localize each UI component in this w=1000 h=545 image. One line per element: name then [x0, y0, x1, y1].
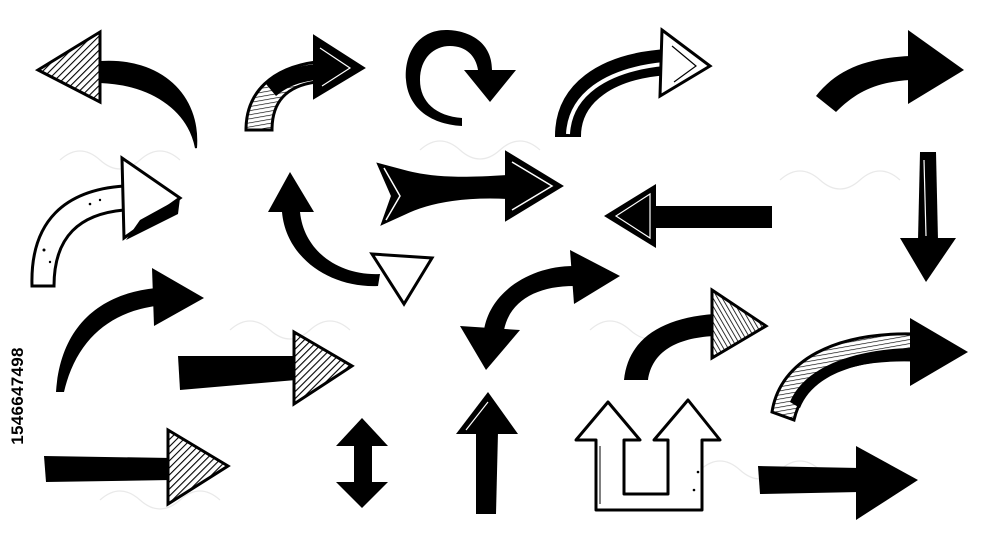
arrow-right-plain-icon: [758, 446, 918, 520]
curved-arrow-right-outline-icon: [554, 27, 713, 137]
arrow-right-sketch-icon: [44, 427, 231, 507]
curved-arrow-right-striped-large-icon: [770, 318, 968, 422]
arrow-left-icon: [604, 184, 772, 248]
circular-arrow-icon: [405, 30, 516, 126]
curved-arrow-right-solid-small-icon: [56, 268, 204, 392]
stock-id-watermark: 1546647498: [6, 296, 30, 496]
arrow-up-icon: [456, 392, 518, 514]
curved-arrow-right-solid-icon: [816, 30, 964, 112]
arrow-right-bold-icon: [376, 150, 564, 226]
double-arrow-vertical-icon: [336, 418, 388, 508]
u-turn-arrow-icon: [268, 172, 435, 307]
double-arrow-up-outline-icon: [574, 398, 722, 512]
curved-arrow-right-striped-icon: [244, 34, 366, 132]
curved-arrow-right-outline-dotted-icon: [30, 155, 183, 288]
stock-id-text: 1546647498: [8, 347, 28, 445]
arrow-right-hatched-head-icon: [178, 329, 355, 407]
arrow-down-icon: [900, 152, 956, 282]
curved-arrow-right-hatched-icon: [624, 287, 769, 380]
curved-arrow-down-left-icon: [460, 250, 620, 370]
curved-arrow-left-hatched-icon: [34, 29, 198, 149]
